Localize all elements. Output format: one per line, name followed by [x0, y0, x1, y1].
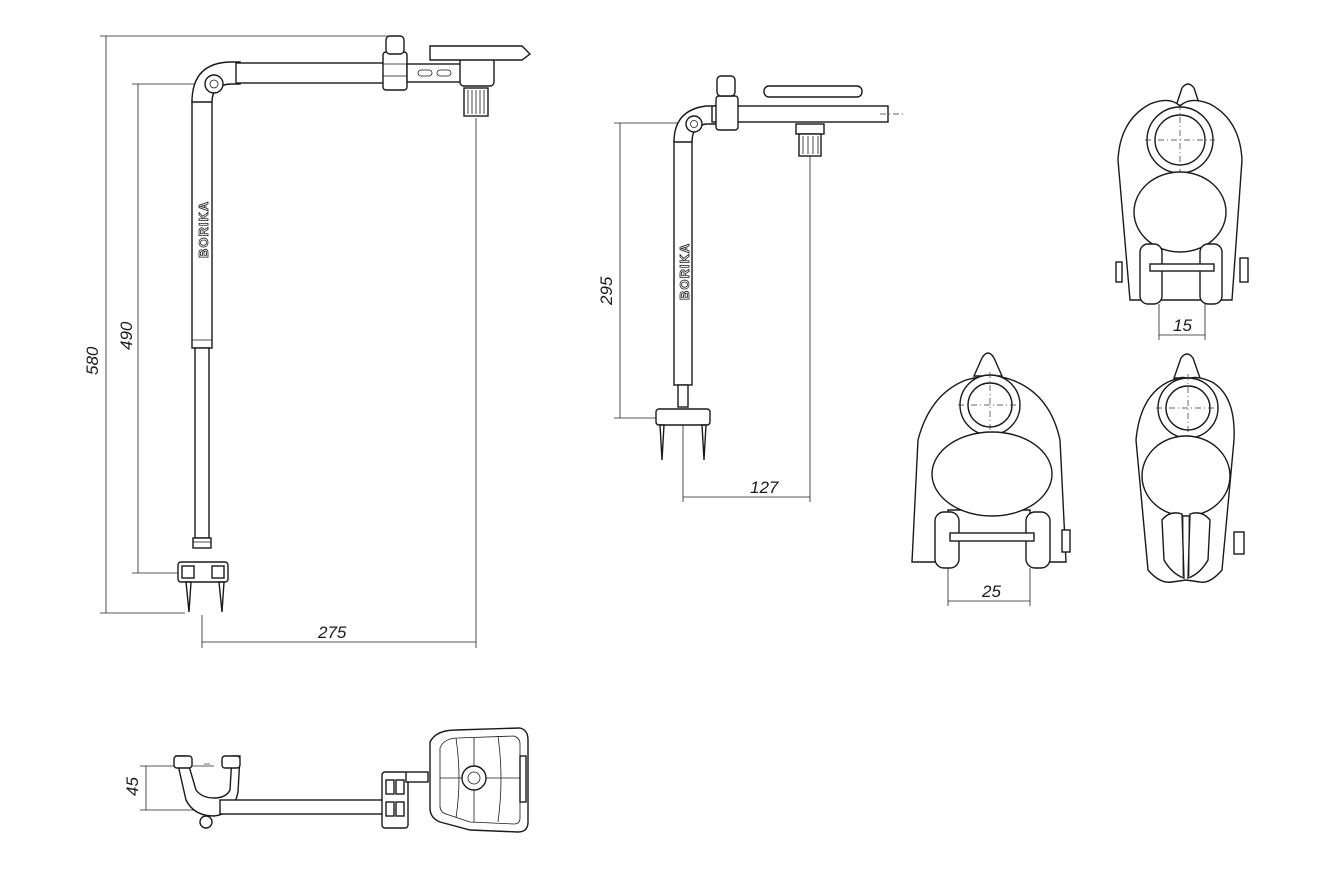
stud-2 — [798, 133, 822, 157]
dim-15-label: 15 — [1173, 316, 1192, 335]
lower-tube — [194, 347, 210, 539]
side-view: 580 490 275 BORIKA — [83, 35, 532, 648]
slotted-extension — [406, 63, 463, 83]
dim-127-label: 127 — [750, 478, 779, 497]
dim-295: 295 — [597, 122, 690, 419]
brand-text: BORIKA — [196, 201, 211, 258]
spike-right — [218, 581, 225, 613]
top-plate-center — [461, 765, 487, 791]
head-holder — [459, 57, 495, 87]
horizontal-arm — [235, 62, 387, 84]
dim-490-label: 490 — [117, 321, 136, 350]
top-plate — [429, 45, 532, 61]
clamp-detail-a: 15 — [1115, 83, 1249, 340]
dim-580-label: 580 — [83, 346, 102, 375]
elbow-knob-2 — [685, 115, 703, 133]
arm-2 — [711, 105, 889, 123]
elbow-knob — [204, 74, 224, 94]
dim-275: 275 — [201, 118, 477, 648]
dim-25-label: 25 — [981, 582, 1001, 601]
middle-view: 295 127 BORIKA — [597, 75, 904, 502]
arm-clamp-2 — [715, 95, 739, 131]
clamp-detail-b: 25 — [911, 352, 1071, 606]
base-clamp-2 — [655, 408, 711, 426]
top-view: 45 — [123, 727, 529, 833]
top-arm — [219, 799, 385, 815]
spike-left — [185, 581, 192, 613]
dim-275-label: 275 — [317, 623, 347, 642]
dim-580: 580 — [83, 35, 390, 614]
brand-text-2: BORIKA — [677, 243, 692, 300]
arm-clamp — [382, 51, 408, 91]
dim-45-label: 45 — [123, 777, 142, 796]
dim-295-label: 295 — [597, 276, 616, 306]
dim-490: 490 — [117, 83, 200, 574]
plate-2 — [763, 85, 863, 98]
dim-127: 127 — [682, 155, 811, 502]
clamp-detail-c — [1135, 353, 1245, 583]
